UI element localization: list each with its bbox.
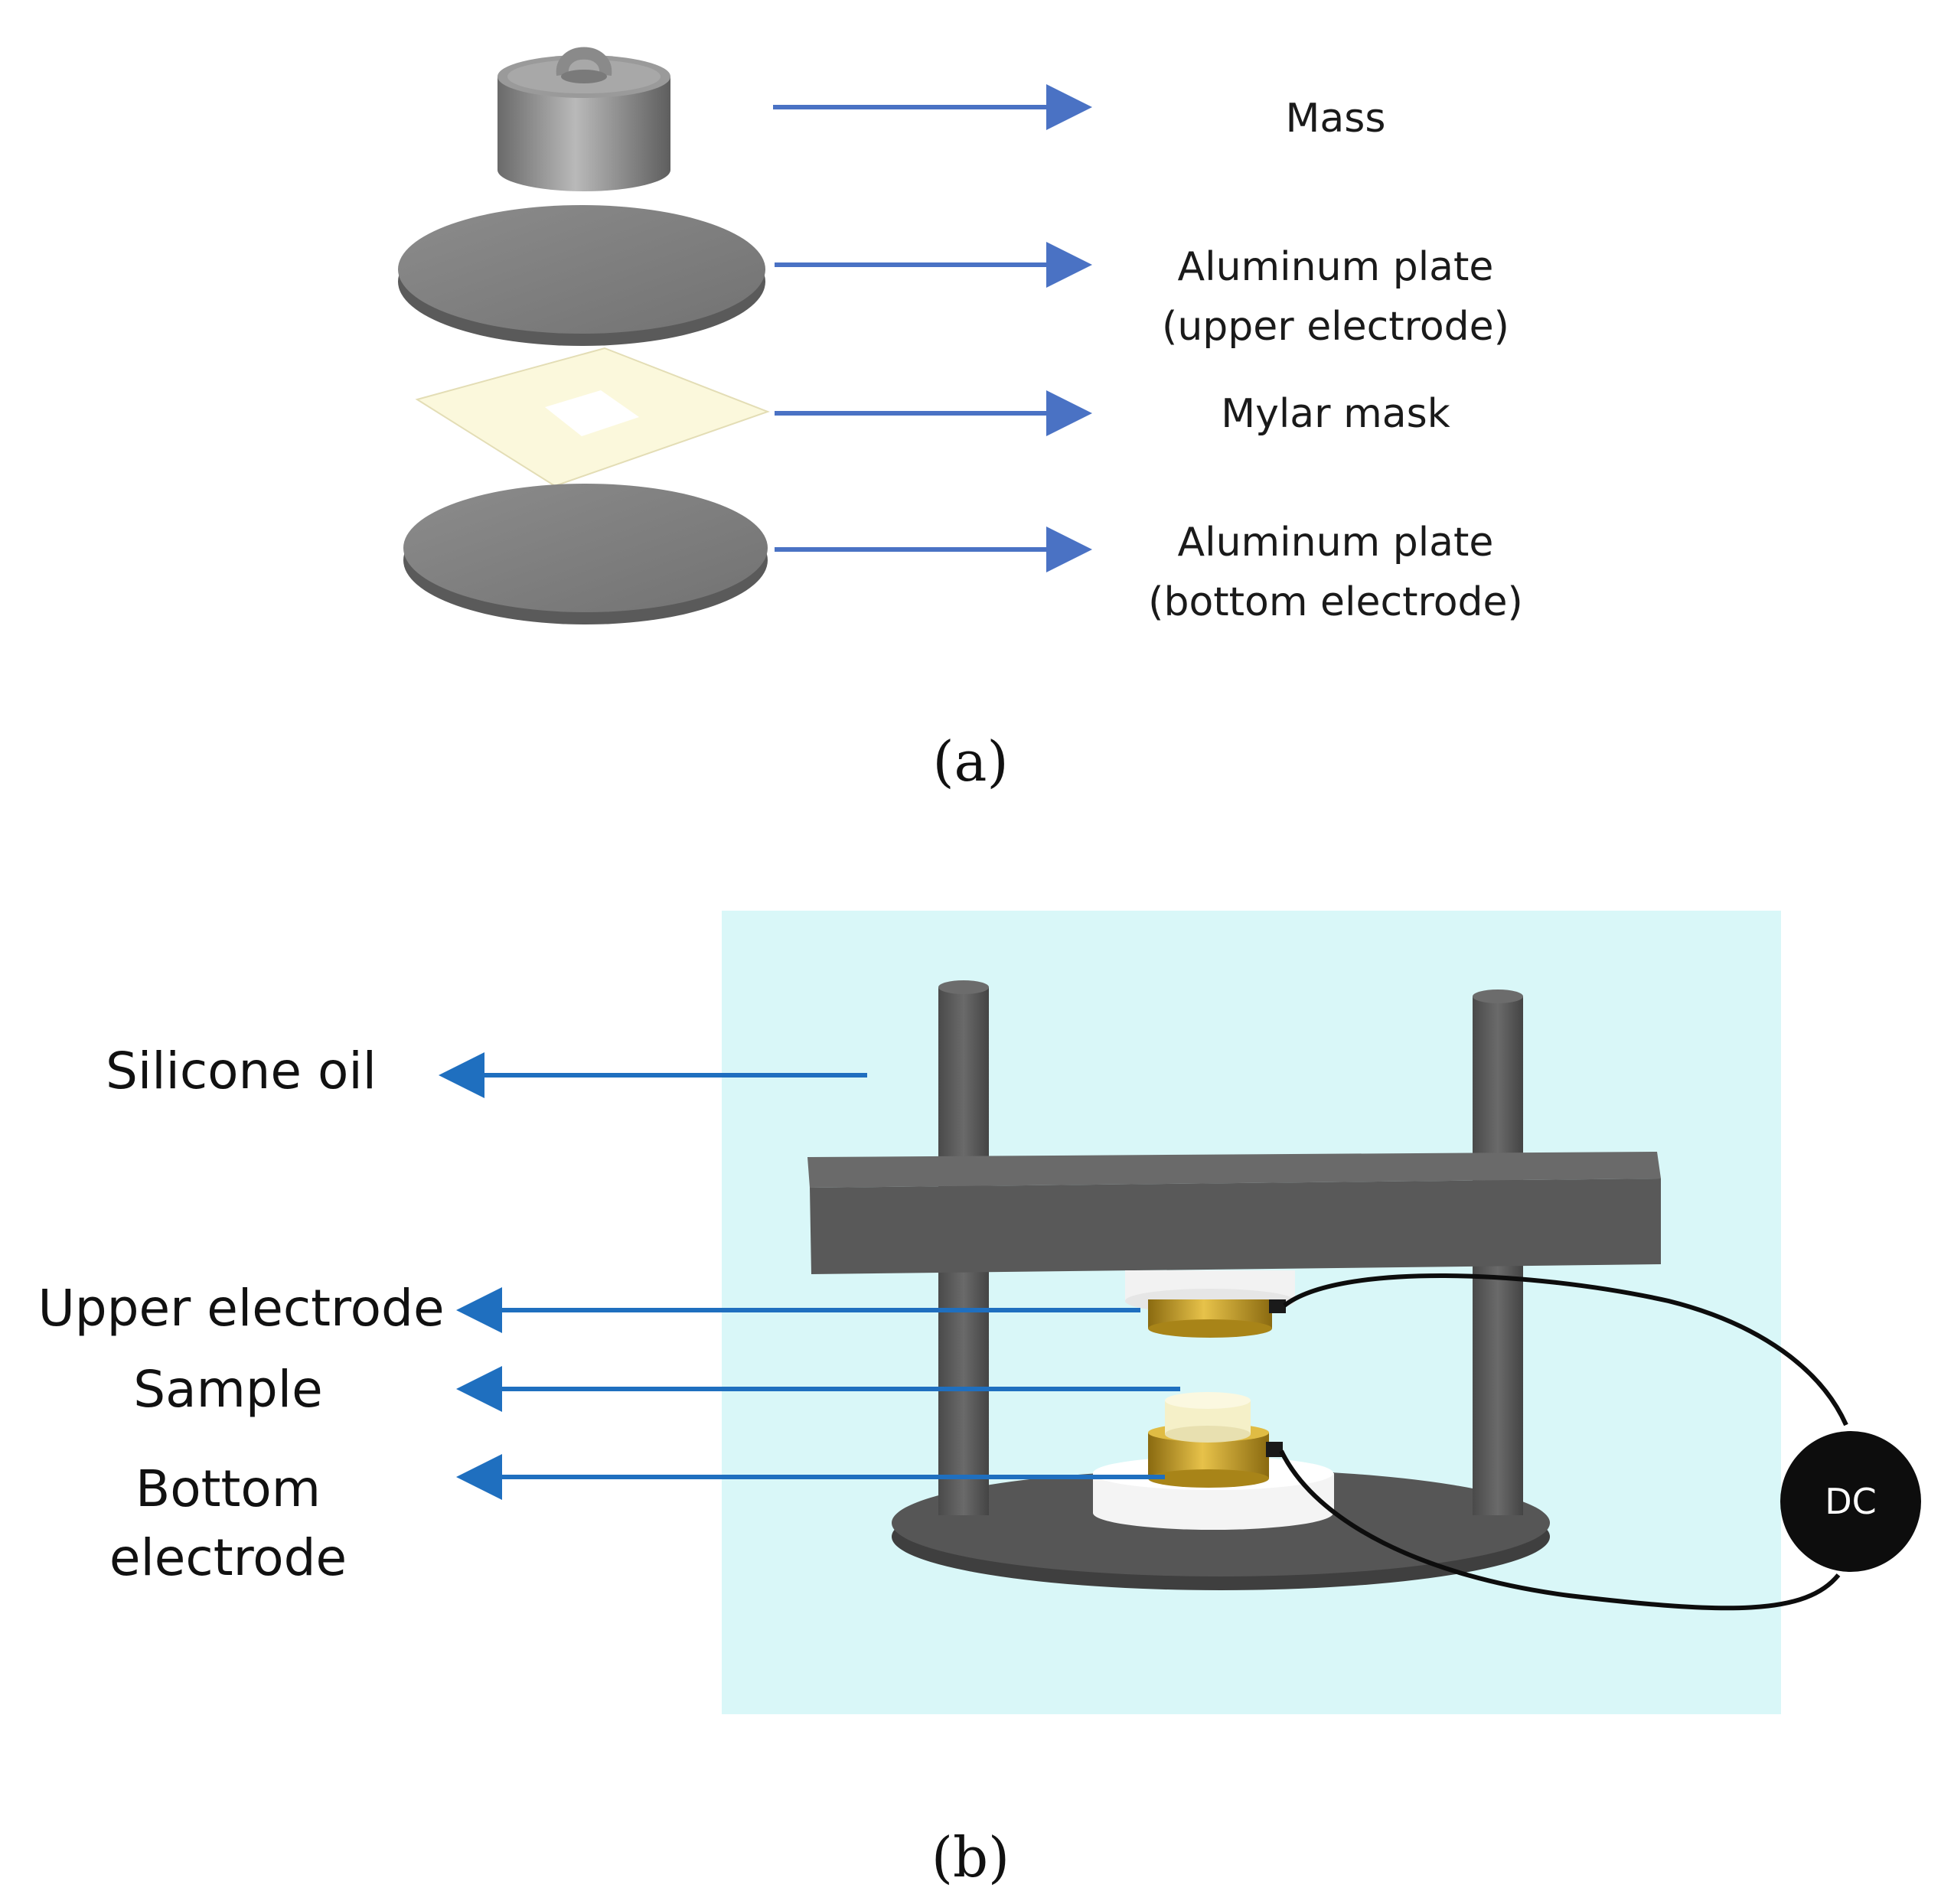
label-upper-plate-line2: (upper electrode)	[1162, 304, 1509, 350]
dc-power-source: DC	[1780, 1431, 1921, 1572]
bottom-connector	[1266, 1442, 1283, 1457]
label-upper-electrode: Upper electrode	[38, 1279, 444, 1338]
mass-weight	[497, 47, 670, 191]
crossbar	[807, 1152, 1661, 1274]
mylar-mask	[415, 347, 770, 487]
label-bottom-electrode-line1: Bottom	[135, 1459, 321, 1518]
label-bottom-plate-line2: (bottom electrode)	[1148, 579, 1523, 625]
label-mylar-mask: Mylar mask	[1221, 391, 1450, 437]
label-upper-plate-line1: Aluminum plate	[1178, 244, 1494, 290]
label-mass: Mass	[1286, 96, 1386, 142]
label-sample: Sample	[133, 1360, 322, 1419]
mass-ring-icon	[556, 47, 612, 77]
panel-b: DC Silicone oil Upper electrode Sample B…	[38, 911, 1921, 1889]
upper-electrode	[1148, 1299, 1286, 1338]
sample-disc	[1165, 1392, 1251, 1443]
bottom-aluminum-plate	[403, 484, 768, 624]
upper-connector	[1269, 1299, 1286, 1313]
caption-a: (a)	[932, 729, 1008, 794]
panel-a: Mass Aluminum plate (upper electrode) My…	[398, 47, 1523, 794]
label-bottom-electrode-line2: electrode	[109, 1528, 347, 1587]
wire-bottom	[1279, 1449, 1841, 1611]
upper-aluminum-plate	[398, 205, 765, 346]
caption-b: (b)	[931, 1825, 1010, 1889]
label-bottom-plate-line1: Aluminum plate	[1178, 520, 1494, 566]
label-silicone-oil: Silicone oil	[106, 1042, 377, 1100]
dc-label: DC	[1825, 1481, 1877, 1522]
wire-upper	[1283, 1273, 1848, 1426]
